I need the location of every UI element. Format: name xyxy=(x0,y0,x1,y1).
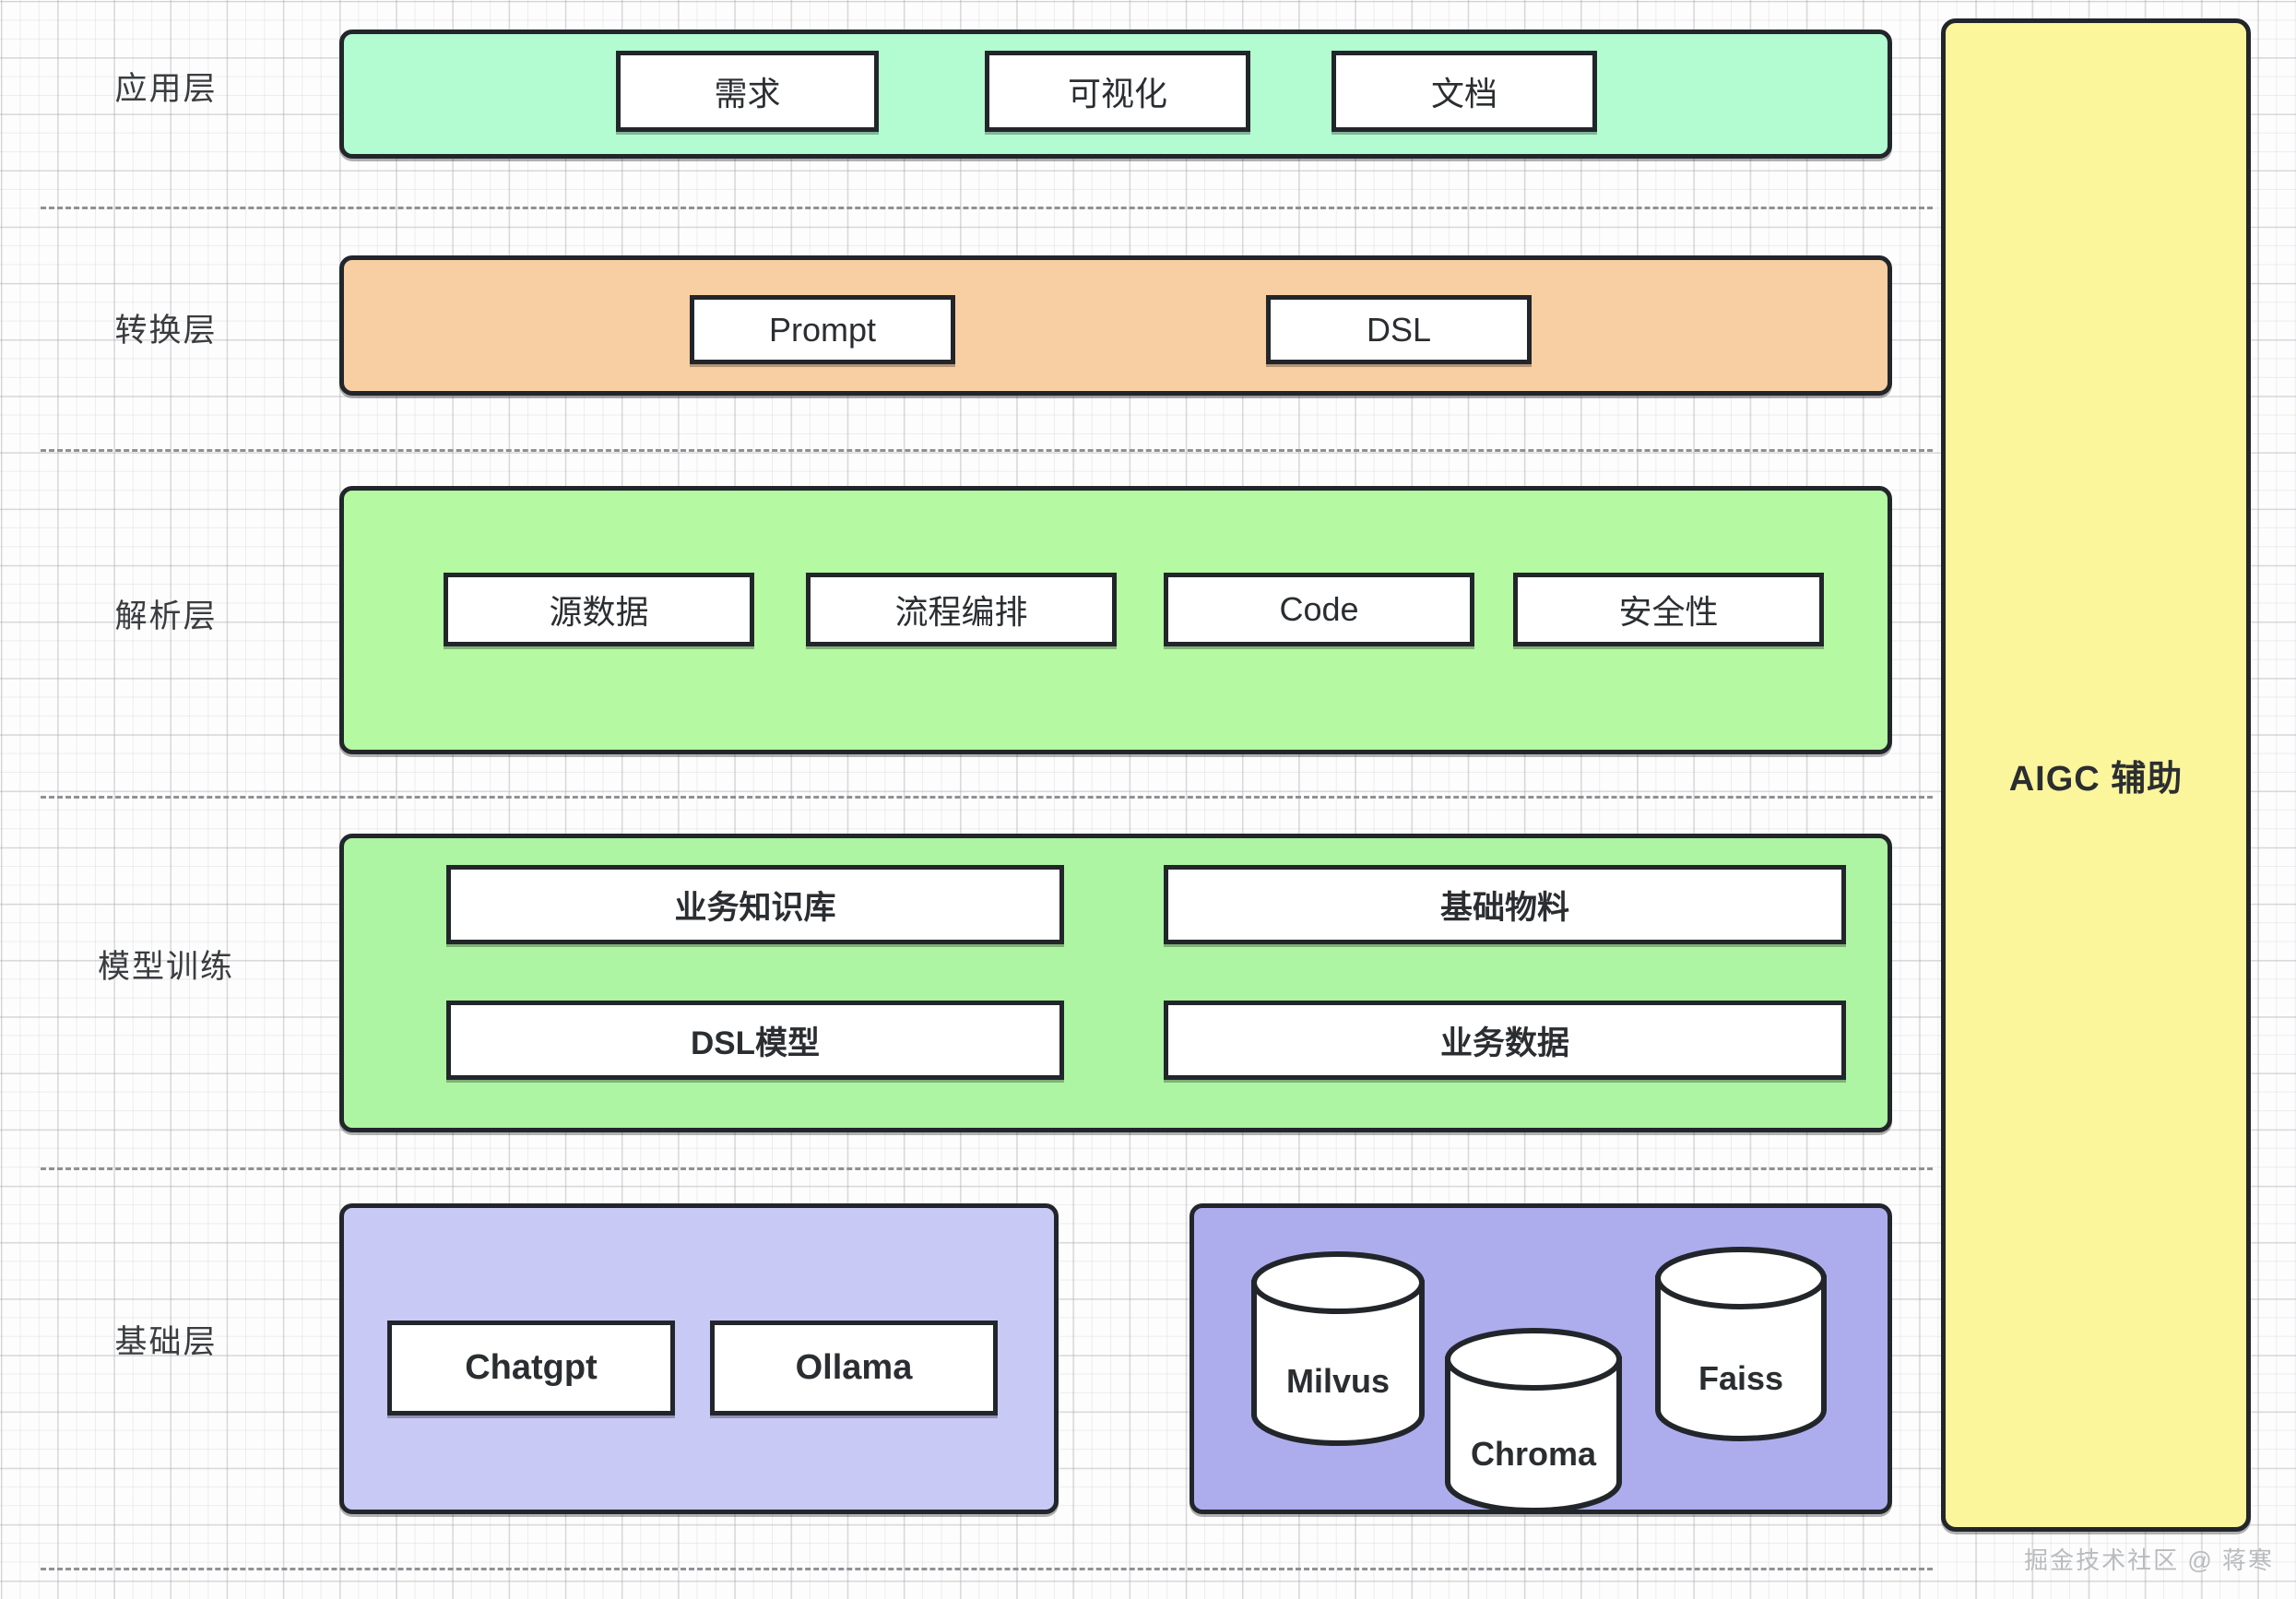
divider-parse-training xyxy=(41,796,1933,799)
vector-store-milvus-label: Milvus xyxy=(1285,1362,1391,1400)
app-card-document[interactable]: 文档 xyxy=(1331,51,1597,132)
divider-training-base xyxy=(41,1167,1933,1170)
database-cylinder-icon xyxy=(1445,1328,1622,1513)
transform-card-prompt[interactable]: Prompt xyxy=(690,295,955,364)
layer-label-base: 基础层 xyxy=(114,1324,218,1360)
layer-label-transform: 转换层 xyxy=(114,313,218,349)
divider-application-transform xyxy=(41,207,1933,209)
divider-base-bottom xyxy=(41,1568,1933,1570)
training-card-dsl-model[interactable]: DSL模型 xyxy=(446,1001,1064,1080)
training-card-base-materials[interactable]: 基础物料 xyxy=(1164,865,1846,944)
layer-label-model-training: 模型训练 xyxy=(97,949,234,985)
database-cylinder-icon xyxy=(1251,1251,1425,1446)
transform-layer-container[interactable] xyxy=(339,255,1892,396)
base-card-chatgpt[interactable]: Chatgpt xyxy=(387,1321,675,1415)
database-cylinder-icon xyxy=(1655,1247,1827,1441)
app-card-requirements[interactable]: 需求 xyxy=(616,51,879,132)
vector-store-faiss[interactable]: Faiss xyxy=(1653,1245,1829,1443)
aigc-assist-label: AIGC 辅助 xyxy=(2008,760,2184,799)
parse-card-security[interactable]: 安全性 xyxy=(1513,573,1824,646)
transform-card-dsl[interactable]: DSL xyxy=(1266,295,1532,364)
vector-store-milvus[interactable]: Milvus xyxy=(1249,1250,1426,1448)
parse-card-flow-orchestration[interactable]: 流程编排 xyxy=(806,573,1117,646)
divider-transform-parse xyxy=(41,449,1933,452)
base-card-ollama[interactable]: Ollama xyxy=(710,1321,998,1415)
app-card-visualization[interactable]: 可视化 xyxy=(985,51,1250,132)
training-card-business-knowledge-base[interactable]: 业务知识库 xyxy=(446,865,1064,944)
vector-store-faiss-label: Faiss xyxy=(1698,1359,1784,1397)
vector-store-chroma-label: Chroma xyxy=(1470,1435,1597,1473)
layer-label-application: 应用层 xyxy=(114,71,218,107)
parse-card-code[interactable]: Code xyxy=(1164,573,1474,646)
vector-store-chroma[interactable]: Chroma xyxy=(1443,1326,1624,1515)
training-card-business-data[interactable]: 业务数据 xyxy=(1164,1001,1846,1080)
watermark: 掘金技术社区 @ 蒋寒 xyxy=(2024,1546,2274,1574)
aigc-assist-panel[interactable]: AIGC 辅助 xyxy=(1941,18,2251,1532)
parse-card-source-data[interactable]: 源数据 xyxy=(444,573,754,646)
layer-label-parse: 解析层 xyxy=(114,598,218,634)
